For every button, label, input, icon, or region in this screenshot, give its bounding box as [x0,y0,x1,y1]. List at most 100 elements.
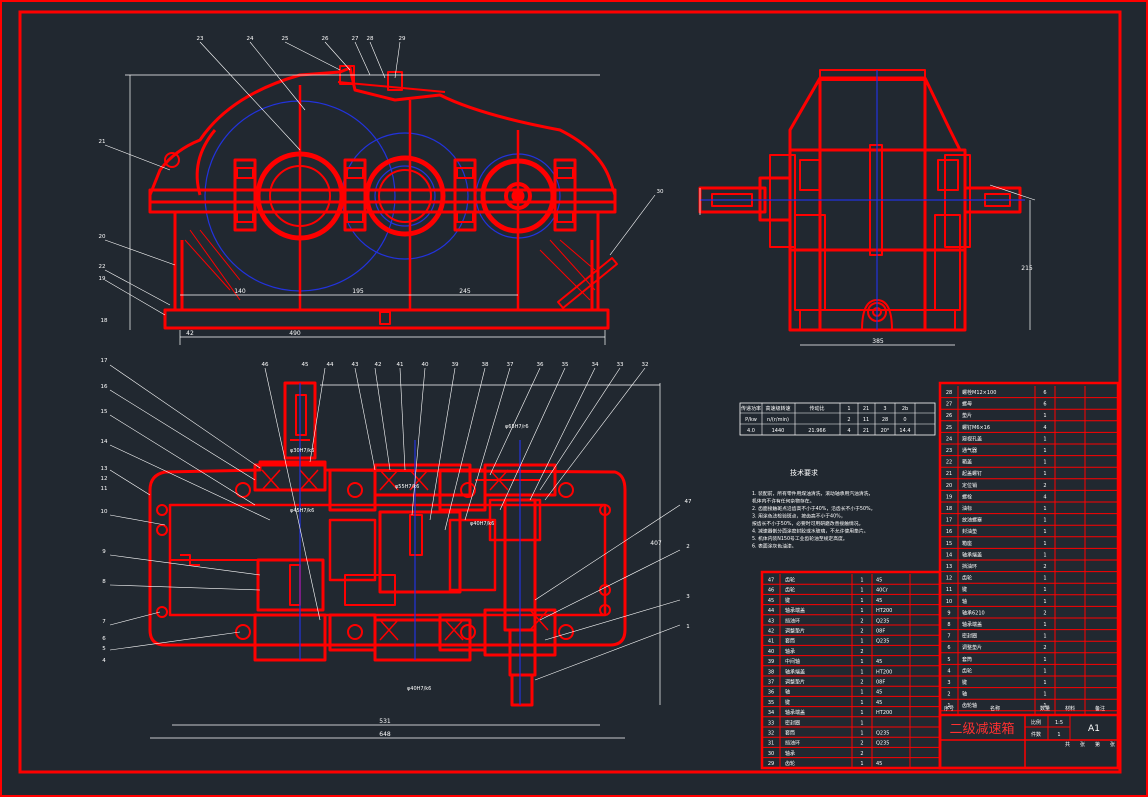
part-number: 16 [946,529,952,535]
tech-req-line: 2. 齿面接触斑点沿齿高不小于40%，沿齿长不小于50%。 [752,505,875,512]
part-number: 5 [947,657,950,663]
svg-text:40: 40 [422,362,429,368]
part-name: 调整垫片 [962,644,982,651]
parts-header: 数量 [1040,705,1050,712]
bottom-part-name: 轴承端盖 [785,709,805,716]
gear-table-cell: 传递功率 [741,405,761,412]
part-qty: 1 [1043,471,1046,477]
drawing-title: 二级减速箱 [949,721,1014,737]
gearbox-cover [148,66,617,196]
svg-text:10: 10 [101,509,108,515]
part-qty: 1 [1043,436,1046,442]
bottom-part-number: 43 [768,618,774,624]
part-name: 键 [962,679,967,686]
bottom-part-name: 齿轮 [785,587,795,594]
part-qty: 1 [1043,587,1046,593]
part-number: 4 [947,668,950,674]
top-flange [148,460,627,647]
bottom-part-name: 键 [785,597,790,604]
part-number: 14 [946,552,952,558]
dim-top-648: 648 [379,731,391,738]
top-view-dimensions [150,383,661,739]
gear-table-cell: 4.0 [747,428,755,434]
part-name: 定位销 [962,482,977,489]
part-number: 13 [946,564,952,570]
dim-front-42: 42 [186,330,194,337]
parts-header: 序号 [944,705,954,712]
part-name: 轴承6210 [962,609,985,616]
part-qty: 1 [1043,599,1046,605]
part-name: 轴 [962,691,967,698]
svg-text:17: 17 [101,358,108,364]
bottom-part-qty: 1 [860,578,863,584]
part-name: 箱座 [962,540,972,547]
part-qty: 1 [1043,460,1046,466]
tech-req-line: 1. 装配前，所有零件用煤油清洗，滚动轴承用汽油清洗， [752,490,873,497]
tech-req-line: 6. 表面涂灰色油漆。 [752,543,796,550]
bottom-part-qty: 1 [860,761,863,767]
bottom-part-name: 套筒 [785,730,795,737]
top-view-leaders [109,364,681,681]
bottom-part-name: 轴 [785,689,790,696]
part-qty: 1 [1043,518,1046,524]
bottom-part-name: 轴承端盖 [785,607,805,614]
tech-req-line: 5. 机体内装N150号工业齿轮油至规定高度。 [752,535,848,542]
part-number: 20 [946,483,952,489]
svg-text:4: 4 [102,658,106,664]
gear-table-cell: n/(r/min) [767,417,789,423]
tech-req-title: 技术要求 [790,468,818,477]
gear-table-cell: 21 [863,428,869,434]
bottom-part-number: 38 [768,669,774,675]
title-block: 二级减速箱 比例 1:5 件数 1 A1 共 张 第 张 [938,713,1120,770]
part-qty: 1 [1043,622,1046,628]
drawing-number: A1 [1088,724,1100,734]
svg-text:11: 11 [101,486,108,492]
part-qty: 1 [1043,529,1046,535]
bottom-part-name: 齿轮 [785,760,795,767]
svg-text:32: 32 [642,362,649,368]
bottom-part-qty: 2 [860,751,863,757]
parts-header: 材料 [1065,705,1075,712]
part-qty: 1 [1043,552,1046,558]
svg-text:44: 44 [327,362,334,368]
svg-text:22: 22 [99,264,106,270]
bottom-part-qty: 1 [860,710,863,716]
bottom-part-material: 45 [876,761,882,767]
gear-table-cell: P/kw [745,417,757,423]
part-name: 轴承端盖 [962,621,982,628]
part-number: 25 [946,425,952,431]
bottom-part-name: 轴承 [785,648,795,655]
dim-side-height: 215 [1021,265,1033,272]
bottom-part-number: 37 [768,680,774,686]
dim-side-width: 385 [872,338,884,345]
part-qty: 4 [1043,494,1046,500]
side-centerlines [700,70,1025,330]
bottom-part-name: 挡油环 [785,617,800,624]
fit-label-1: φ30H7/k6 [290,448,314,454]
part-number: 2 [947,692,950,698]
part-qty: 1 [1043,413,1046,419]
bottom-part-qty: 1 [860,588,863,594]
part-number: 12 [946,576,952,582]
bottom-part-number: 44 [768,608,774,614]
svg-text:3: 3 [686,594,690,600]
part-qty: 1 [1043,680,1046,686]
svg-text:46: 46 [262,362,269,368]
part-name: 螺栓 [962,493,972,500]
part-number: 19 [946,494,952,500]
part-number: 23 [946,448,952,454]
bottom-part-name: 齿轮 [785,577,795,584]
part-number: 8 [947,622,950,628]
svg-text:36: 36 [537,362,544,368]
bottom-part-name: 调整垫片 [785,679,805,686]
bottom-part-qty: 1 [860,608,863,614]
part-qty: 1 [1043,541,1046,547]
bottom-part-name: 中间轴 [785,658,800,665]
bottom-part-material: Q235 [876,618,889,624]
dim-front-140: 140 [234,288,246,295]
svg-text:33: 33 [617,362,624,368]
svg-text:39: 39 [452,362,459,368]
gear-table-cell: 11 [863,417,869,423]
svg-text:21: 21 [99,139,106,145]
